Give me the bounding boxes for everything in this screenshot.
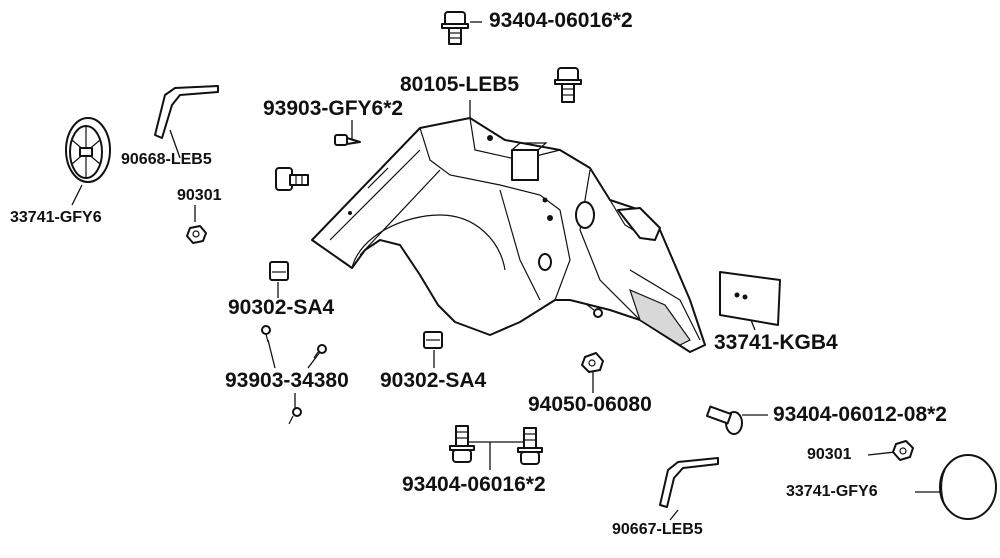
part-label-nut-left: 90301	[177, 187, 222, 204]
part-label-nut-center: 94050-06080	[528, 393, 652, 416]
part-label-nut-right: 90301	[807, 446, 852, 463]
part-label-reflector-plate: 33741-KGB4	[714, 331, 838, 354]
part-label-reflector-right: 33741-GFY6	[786, 483, 878, 500]
part-label-screw-top: 93903-GFY6*2	[263, 97, 404, 120]
rear-fender-part	[311, 117, 706, 353]
part-label-fender: 80105-LEB5	[400, 73, 520, 96]
bolt-part-top-1	[441, 11, 469, 45]
screw-part-right	[585, 303, 603, 318]
reflector-part-right	[939, 454, 997, 520]
screw-part-small-1	[261, 325, 271, 343]
reflector-plate-part	[719, 271, 781, 326]
screw-part-small-2	[313, 344, 327, 359]
part-label-bracket-right: 90667-LEB5	[612, 521, 703, 538]
bolt-part-bottom-2	[517, 427, 543, 465]
part-label-clip-center: 90302-SA4	[380, 369, 487, 392]
part-label-flange-bolt: 93404-06012-08*2	[773, 403, 947, 426]
bolt-part-bottom-1	[449, 425, 475, 463]
part-label-reflector-left: 33741-GFY6	[10, 209, 102, 226]
part-label-screws-small: 93903-34380	[225, 369, 349, 392]
clip-part-center	[423, 331, 443, 349]
nut-part-center	[581, 352, 604, 373]
part-label-bolts-bottom: 93404-06016*2	[402, 473, 546, 496]
clip-part-left	[269, 261, 289, 281]
bolt-part-left	[275, 167, 309, 191]
screw-part-small-3	[288, 407, 302, 425]
bracket-part-right	[659, 457, 719, 508]
nut-part-left	[186, 225, 207, 244]
flange-bolt-part	[705, 405, 743, 435]
part-label-clip-left: 90302-SA4	[228, 296, 335, 319]
part-label-bolt-top: 93404-06016*2	[489, 9, 633, 32]
screw-part-top	[334, 134, 361, 146]
bolt-part-top-2	[554, 67, 582, 103]
bracket-part-left	[154, 85, 219, 139]
reflector-part-left	[65, 117, 111, 183]
part-label-bracket-left: 90668-LEB5	[121, 151, 212, 168]
nut-part-right	[892, 440, 914, 461]
